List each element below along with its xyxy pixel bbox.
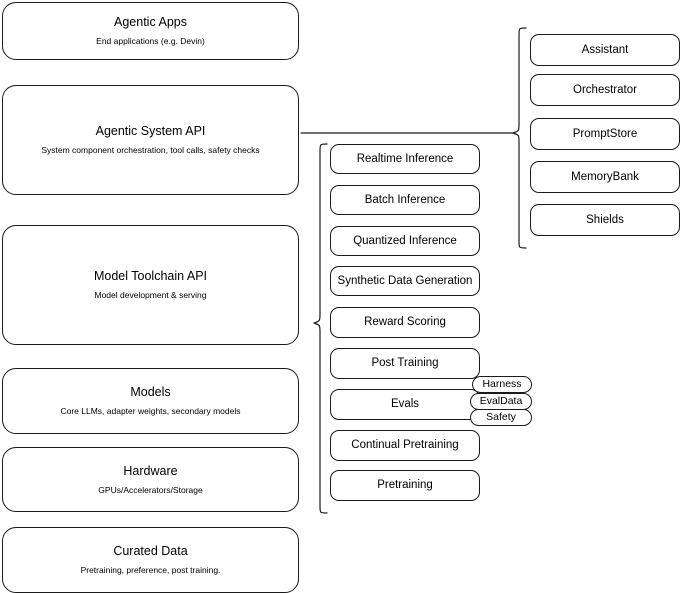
- layer-subtitle: System component orchestration, tool cal…: [41, 145, 260, 155]
- layer-title: Agentic Apps: [114, 15, 187, 30]
- capability-label: Batch Inference: [364, 193, 446, 206]
- layer-subtitle: Model development & serving: [94, 290, 207, 300]
- capability-batch-inference[interactable]: Batch Inference: [330, 185, 480, 215]
- capability-label: Realtime Inference: [356, 152, 454, 165]
- stack-layer-curated-data[interactable]: Curated Data Pretraining, preference, po…: [2, 527, 299, 593]
- eval-tag-evaldata[interactable]: EvalData: [470, 393, 532, 410]
- layer-title: Hardware: [123, 463, 178, 478]
- capability-quantized-inference[interactable]: Quantized Inference: [330, 226, 480, 256]
- component-shields[interactable]: Shields: [530, 204, 680, 236]
- eval-tag-label: Safety: [486, 410, 516, 423]
- stack-layer-agentic-system-api[interactable]: Agentic System API System component orch…: [2, 85, 299, 195]
- layer-subtitle: End applications (e.g. Devin): [96, 36, 205, 46]
- stack-layer-model-toolchain-api[interactable]: Model Toolchain API Model development & …: [2, 225, 299, 345]
- capability-pretraining[interactable]: Pretraining: [330, 470, 480, 501]
- layer-title: Curated Data: [113, 544, 188, 559]
- eval-tag-label: Harness: [482, 377, 522, 390]
- layer-subtitle: Core LLMs, adapter weights, secondary mo…: [60, 406, 241, 416]
- capability-continual-pretraining[interactable]: Continual Pretraining: [330, 430, 480, 461]
- layer-title: Agentic System API: [95, 124, 206, 139]
- layer-subtitle: Pretraining, preference, post training.: [80, 565, 221, 575]
- capability-label: Evals: [390, 398, 420, 411]
- layer-subtitle: GPUs/Accelerators/Storage: [98, 484, 203, 495]
- component-orchestrator[interactable]: Orchestrator: [530, 74, 680, 106]
- eval-tag-safety[interactable]: Safety: [470, 409, 532, 426]
- capability-label: Continual Pretraining: [351, 439, 459, 452]
- capability-reward-scoring[interactable]: Reward Scoring: [330, 307, 480, 338]
- component-assistant[interactable]: Assistant: [530, 34, 680, 66]
- capability-evals[interactable]: Evals: [330, 389, 480, 420]
- capability-label: Synthetic Data Generation: [337, 274, 473, 287]
- component-label: Shields: [586, 213, 624, 226]
- component-label: PromptStore: [572, 127, 638, 140]
- right-group-brace: [512, 27, 527, 249]
- component-label: Assistant: [581, 43, 629, 56]
- capability-label: Post Training: [371, 357, 439, 370]
- layer-title: Model Toolchain API: [93, 269, 208, 284]
- stack-layer-agentic-apps[interactable]: Agentic Apps End applications (e.g. Devi…: [2, 2, 299, 60]
- capability-post-training[interactable]: Post Training: [330, 348, 480, 379]
- capability-realtime-inference[interactable]: Realtime Inference: [330, 144, 480, 174]
- eval-tag-label: EvalData: [479, 394, 523, 407]
- component-promptstore[interactable]: PromptStore: [530, 118, 680, 150]
- capability-label: Reward Scoring: [364, 316, 446, 329]
- component-memorybank[interactable]: MemoryBank: [530, 161, 680, 193]
- component-label: Orchestrator: [573, 83, 637, 96]
- middle-group-brace: [313, 143, 328, 514]
- capability-label: Quantized Inference: [353, 234, 457, 247]
- stack-layer-models[interactable]: Models Core LLMs, adapter weights, secon…: [2, 368, 299, 434]
- layer-title: Models: [130, 385, 171, 400]
- capability-label: Pretraining: [377, 479, 433, 492]
- component-label: MemoryBank: [571, 170, 639, 183]
- capability-synthetic-data-generation[interactable]: Synthetic Data Generation: [330, 266, 480, 296]
- stack-layer-hardware[interactable]: Hardware GPUs/Accelerators/Storage: [2, 447, 299, 512]
- eval-tag-harness[interactable]: Harness: [472, 376, 532, 393]
